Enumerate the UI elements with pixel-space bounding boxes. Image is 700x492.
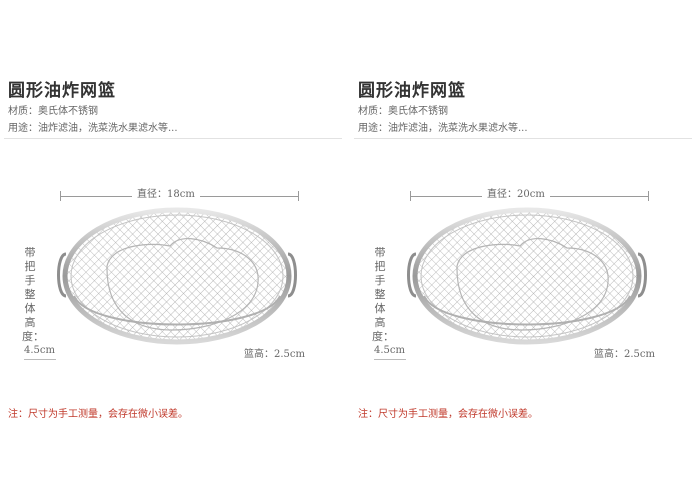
handle-height-value: 4.5cm [24,345,55,356]
handle-height-value: 4.5cm [374,345,405,356]
material-text: 材质：奥氏体不锈钢 [8,106,98,117]
product-panel-20cm: 圆形油炸网篮 材质：奥氏体不锈钢 用途：油炸滤油，洗菜洗水果滤水等... 直径：… [350,0,700,492]
mesh-basket-image [57,207,297,345]
handle-height-label: 带把手整体高度： [372,246,394,343]
product-title: 圆形油炸网篮 [358,81,466,101]
dimension-tick-left [60,191,61,201]
product-panel-18cm: 圆形油炸网篮 材质：奥氏体不锈钢 用途：油炸滤油，洗菜洗水果滤水等... 直径：… [4,81,342,420]
dimension-tick-right [648,191,649,201]
measurement-note: 注：尺寸为手工测量，会存在微小误差。 [8,409,188,420]
basket-height-label: 篮高：2.5cm [594,349,655,360]
usage-text: 用途：油炸滤油，洗菜洗水果滤水等... [8,123,178,134]
divider [4,138,342,139]
handle-height-underline [374,359,406,360]
handle-height-underline [24,359,56,360]
dimension-tick-right [298,191,299,201]
dimension-tick-left [410,191,411,201]
diameter-label: 直径：20cm [482,185,550,200]
mesh-basket-image [407,207,647,345]
divider [354,138,692,139]
material-text: 材质：奥氏体不锈钢 [358,106,448,117]
usage-text: 用途：油炸滤油，洗菜洗水果滤水等... [358,123,528,134]
product-title: 圆形油炸网篮 [8,81,116,101]
diameter-label: 直径：18cm [132,185,200,200]
handle-height-label: 带把手整体高度： [22,246,44,343]
basket-height-label: 篮高：2.5cm [244,349,305,360]
measurement-note: 注：尺寸为手工测量，会存在微小误差。 [358,409,538,420]
